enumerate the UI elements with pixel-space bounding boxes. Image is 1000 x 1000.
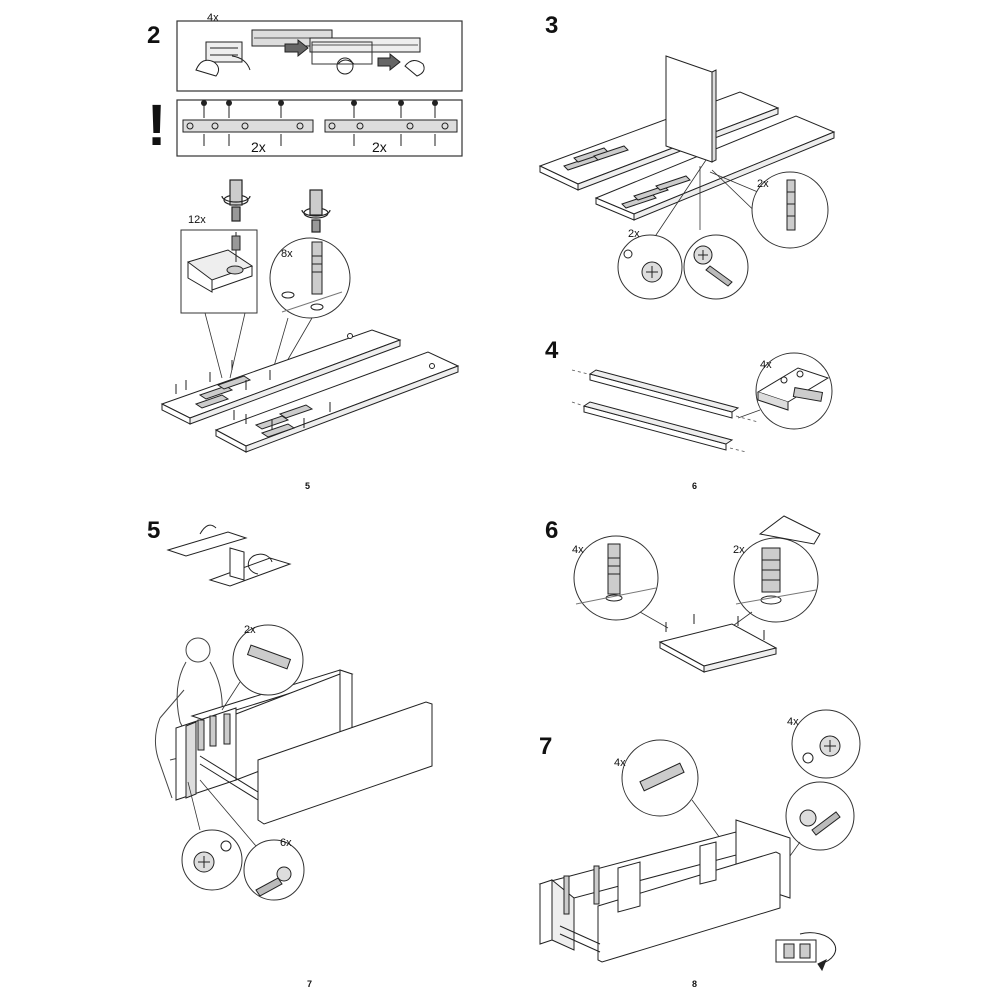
page-number-5: 5 xyxy=(305,481,311,491)
dowel-count-4: 4x xyxy=(760,359,772,371)
step-number-7: 7 xyxy=(539,733,553,760)
rail-left-count: 2x xyxy=(251,139,266,155)
cam-count-7: 4x xyxy=(787,716,799,728)
step-number-4: 4 xyxy=(545,337,559,364)
cam-count-5: 6x xyxy=(280,837,292,849)
page-number-7: 7 xyxy=(307,979,313,989)
bolt-count-6: 4x xyxy=(572,544,584,556)
step-number-3: 3 xyxy=(545,12,559,39)
page-number-6: 6 xyxy=(692,481,698,491)
dowels-count: 8x xyxy=(281,248,293,260)
rail-right-count: 2x xyxy=(372,139,387,155)
step-number-6: 6 xyxy=(545,517,559,544)
step-number-2: 2 xyxy=(147,22,161,49)
page-number-8: 8 xyxy=(692,979,698,989)
top-count-label: 4x xyxy=(207,12,219,24)
dowel-count-5: 2x xyxy=(244,624,256,636)
foot-count-6: 2x xyxy=(733,544,745,556)
dowel-count-3: 2x xyxy=(757,178,769,190)
dowel-count-7: 4x xyxy=(614,757,626,769)
cam-count-3: 2x xyxy=(628,228,640,240)
exclamation-icon: ! xyxy=(147,93,167,158)
step-number-5: 5 xyxy=(147,517,161,544)
screws-count: 12x xyxy=(188,214,206,226)
